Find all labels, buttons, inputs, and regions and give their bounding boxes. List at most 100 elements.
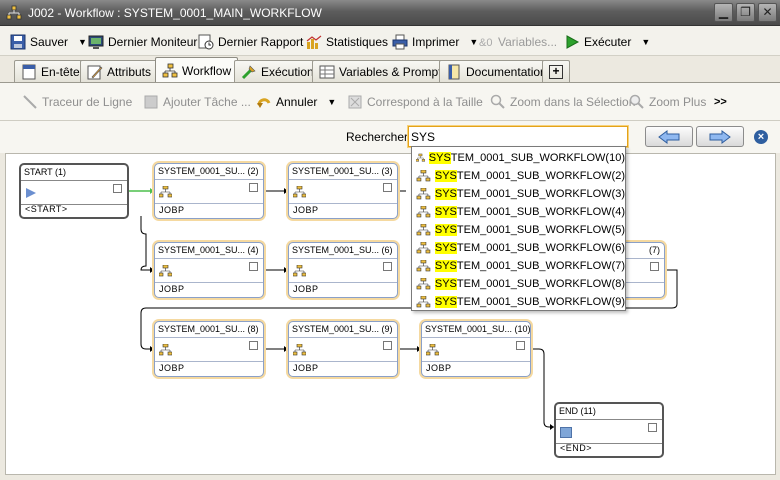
workflow-canvas[interactable]: START (1) <START> SYSTEM_0001_SU... (2) …: [5, 153, 776, 475]
print-dropdown-icon[interactable]: ▼: [469, 37, 479, 47]
search-result-text: TEM_0001_SUB_WORKFLOW(8): [456, 278, 625, 290]
search-result-text: TEM_0001_SUB_WORKFLOW(4): [456, 206, 625, 218]
workflow-icon: [426, 344, 439, 356]
monitor-icon: [88, 35, 104, 49]
node-10[interactable]: SYSTEM_0001_SU... (10) JOBP: [421, 321, 531, 377]
node-10-checkbox[interactable]: [516, 341, 525, 350]
node-2[interactable]: SYSTEM_0001_SU... (2) JOBP: [154, 163, 264, 219]
arrow-left-icon: [658, 129, 680, 144]
node-4-checkbox[interactable]: [249, 262, 258, 271]
tab-variables-prompts[interactable]: Variables & Prompts: [312, 60, 455, 82]
search-result-item[interactable]: SYSTEM_0001_SUB_WORKFLOW(8): [412, 275, 625, 293]
connector-wrap-1: [140, 216, 154, 271]
workflow-icon: [416, 206, 431, 218]
tab-attributes[interactable]: Attributs: [80, 60, 159, 82]
close-search-icon[interactable]: ×: [754, 130, 768, 144]
workflow-tab-icon: [162, 63, 178, 77]
node-8-checkbox[interactable]: [249, 341, 258, 350]
statistics-label: Statistiques: [326, 35, 389, 49]
search-next-button[interactable]: [696, 126, 744, 147]
fit-size-icon: [348, 95, 362, 109]
node-8[interactable]: SYSTEM_0001_SU... (8) JOBP: [154, 321, 264, 377]
attributes-pencil-icon: [87, 65, 103, 79]
search-result-item[interactable]: SYSTEM_0001_SUB_WORKFLOW(4): [412, 203, 625, 221]
variables-icon: &0: [479, 37, 492, 49]
tab-workflow-label: Workflow: [182, 63, 232, 78]
node-4-title: SYSTEM_0001_SU... (4): [158, 245, 259, 255]
node-end[interactable]: END (11) <END>: [554, 402, 664, 458]
last-monitor-label: Dernier Moniteur: [108, 35, 198, 49]
node-3[interactable]: SYSTEM_0001_SU... (3) JOBP: [288, 163, 398, 219]
save-dropdown-icon[interactable]: ▼: [78, 37, 87, 47]
variables-button[interactable]: &0 Variables...: [478, 31, 557, 53]
undo-button[interactable]: Annuler ▼: [256, 91, 336, 113]
tab-execution[interactable]: Exécution: [234, 60, 321, 82]
zoom-plus-icon: [629, 94, 644, 109]
play-triangle-icon: [26, 188, 36, 198]
print-button[interactable]: Imprimer ▼: [392, 31, 478, 53]
variables-grid-icon: [319, 65, 335, 78]
execute-button[interactable]: Exécuter ▼: [564, 31, 650, 53]
search-result-item[interactable]: SYSTEM_0001_SUB_WORKFLOW(10): [412, 149, 625, 167]
last-monitor-button[interactable]: Dernier Moniteur: [88, 31, 197, 53]
save-button[interactable]: Sauver ▼: [10, 31, 87, 53]
search-result-item[interactable]: SYSTEM_0001_SUB_WORKFLOW(2): [412, 167, 625, 185]
print-label: Imprimer: [412, 35, 460, 49]
search-result-item[interactable]: SYSTEM_0001_SUB_WORKFLOW(5): [412, 221, 625, 239]
add-tab-icon: +: [549, 64, 563, 79]
node-3-checkbox[interactable]: [383, 183, 392, 192]
zoom-selection-button[interactable]: Zoom dans la Sélection: [490, 91, 635, 113]
statistics-button[interactable]: Statistiques: [306, 31, 388, 53]
search-result-item[interactable]: SYSTEM_0001_SUB_WORKFLOW(3): [412, 185, 625, 203]
printer-icon: [392, 34, 408, 50]
search-input[interactable]: [408, 126, 628, 147]
execute-dropdown-icon[interactable]: ▼: [641, 37, 651, 47]
node-9[interactable]: SYSTEM_0001_SU... (9) JOBP: [288, 321, 398, 377]
workflow-icon: [416, 170, 431, 182]
search-result-item[interactable]: SYSTEM_0001_SUB_WORKFLOW(6): [412, 239, 625, 257]
connectors: [129, 188, 678, 430]
search-previous-button[interactable]: [645, 126, 693, 147]
search-match-text: SYS: [434, 188, 457, 200]
node-2-title: SYSTEM_0001_SU... (2): [158, 166, 259, 176]
tab-documentation[interactable]: Documentation: [439, 60, 554, 82]
fit-size-button[interactable]: Correspond à la Taille: [347, 91, 483, 113]
close-button[interactable]: ✕: [758, 3, 777, 22]
node-9-checkbox[interactable]: [383, 341, 392, 350]
undo-icon: [257, 98, 271, 108]
svg-text:&0: &0: [479, 37, 492, 49]
report-clock-icon: [198, 34, 214, 50]
zoom-plus-button[interactable]: Zoom Plus: [629, 91, 706, 113]
workflow-icon: [293, 186, 306, 198]
node-start-footer: <START>: [25, 204, 68, 214]
search-result-text: TEM_0001_SUB_WORKFLOW(10): [450, 152, 625, 164]
node-7-checkbox[interactable]: [650, 262, 659, 271]
search-match-text: SYS: [434, 278, 457, 290]
workflow-icon: [293, 344, 306, 356]
tab-add[interactable]: +: [542, 60, 570, 82]
zoom-plus-label: Zoom Plus: [649, 95, 707, 109]
last-report-button[interactable]: Dernier Rapport: [198, 31, 303, 53]
play-icon: [566, 35, 580, 49]
arrow-right-icon: [709, 129, 731, 144]
node-2-checkbox[interactable]: [249, 183, 258, 192]
node-6-checkbox[interactable]: [383, 262, 392, 271]
more-tools-button[interactable]: >>: [714, 96, 727, 108]
add-task-button[interactable]: Ajouter Tâche ...: [143, 91, 251, 113]
minimize-button[interactable]: ▁: [714, 3, 733, 22]
search-result-item[interactable]: SYSTEM_0001_SUB_WORKFLOW(7): [412, 257, 625, 275]
tab-workflow[interactable]: Workflow: [155, 57, 239, 83]
node-4-footer: JOBP: [159, 284, 185, 294]
node-4[interactable]: SYSTEM_0001_SU... (4) JOBP: [154, 242, 264, 298]
tab-header[interactable]: En-tête: [14, 60, 87, 82]
workflow-icon: [416, 242, 431, 254]
line-tracer-button[interactable]: Traceur de Ligne: [22, 91, 132, 113]
undo-dropdown-icon[interactable]: ▼: [327, 97, 337, 107]
node-end-checkbox[interactable]: [648, 423, 657, 432]
restore-button[interactable]: ❐: [736, 3, 755, 22]
node-start[interactable]: START (1) <START>: [19, 163, 129, 219]
workflow-icon: [159, 186, 172, 198]
node-6[interactable]: SYSTEM_0001_SU... (6) JOBP: [288, 242, 398, 298]
node-start-checkbox[interactable]: [113, 184, 122, 193]
search-result-item[interactable]: SYSTEM_0001_SUB_WORKFLOW(9): [412, 293, 625, 311]
